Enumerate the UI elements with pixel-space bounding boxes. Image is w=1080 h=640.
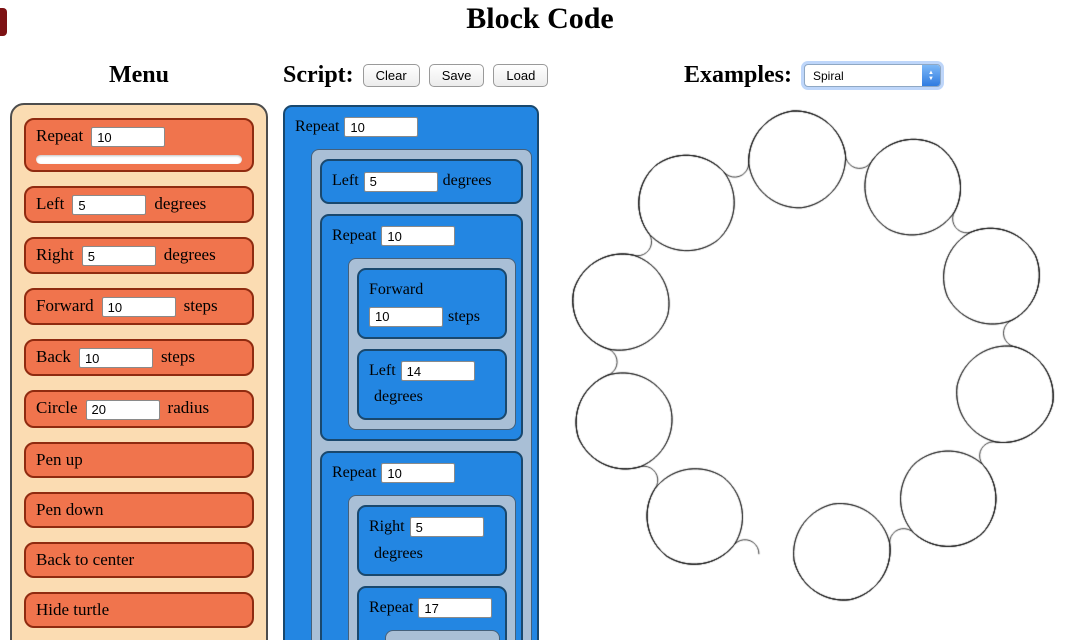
block-suffix: degrees [374, 544, 423, 562]
simple-block-body: Forward steps [359, 270, 505, 337]
menu-block-hide-turtle[interactable]: Hide turtle [24, 591, 254, 628]
menu-block-left[interactable]: Left degrees [24, 186, 254, 224]
menu-block-label: Pen down [36, 499, 104, 519]
block-value-input[interactable] [400, 361, 475, 382]
block-suffix: degrees [374, 388, 423, 406]
menu-panel: RepeatLeftdegreesRightdegreesForwardstep… [10, 103, 268, 640]
repeat-children-container: Forwardsteps [385, 630, 500, 640]
menu-block-pen-up[interactable]: Pen up [24, 441, 254, 478]
block-label: Repeat [369, 598, 414, 616]
menu-block-label: Back to center [36, 549, 135, 569]
script-column: Script: Clear Save Load RepeatLeftdegree… [283, 62, 549, 640]
repeat-children-container: Right degreesRepeatForwardsteps [348, 495, 516, 640]
block-label: Left [369, 361, 396, 379]
examples-heading: Examples: [684, 62, 792, 88]
menu-block-label: Forward [36, 296, 94, 316]
menu-block-value-input[interactable] [101, 297, 176, 318]
menu-block-suffix: degrees [154, 194, 207, 214]
menu-block-suffix: degrees [163, 245, 216, 265]
block-value-input[interactable] [363, 171, 438, 192]
menu-block-label: Pen up [36, 449, 83, 469]
simple-block-body: Left degrees [359, 351, 505, 418]
load-button[interactable]: Load [493, 64, 549, 87]
menu-block-value-input[interactable] [91, 127, 166, 148]
block-value-input[interactable] [344, 117, 419, 138]
simple-block-body: Left degrees [322, 161, 521, 201]
script-block-right[interactable]: Right degrees [357, 505, 507, 576]
repeat-block-header: Repeat [322, 216, 521, 256]
menu-block-suffix: steps [183, 296, 218, 316]
clear-button[interactable]: Clear [362, 64, 420, 87]
app-title: Block Code [466, 2, 614, 35]
examples-column: Examples: Spiral ▲▼ [545, 62, 1080, 608]
block-value-input[interactable] [418, 598, 493, 619]
menu-block-label: Back [36, 347, 71, 367]
block-label: Right [369, 518, 405, 536]
menu-block-pen-down[interactable]: Pen down [24, 491, 254, 528]
menu-block-label: Hide turtle [36, 599, 110, 619]
block-value-input[interactable] [409, 517, 484, 538]
menu-block-value-input[interactable] [78, 348, 153, 369]
menu-block-label: Right [36, 245, 74, 265]
script-block-left[interactable]: Left degrees [320, 159, 523, 204]
menu-block-circle[interactable]: Circle radius [24, 390, 254, 428]
block-label: Repeat [295, 118, 340, 135]
menu-heading: Menu [109, 62, 169, 88]
repeat-block-header: Repeat [322, 453, 521, 493]
menu-block-value-input[interactable] [72, 195, 147, 216]
menu-block-repeat[interactable]: Repeat [24, 118, 254, 173]
menu-block-suffix: steps [160, 347, 195, 367]
repeat-children-container: LeftdegreesRepeatForwardstepsLeftdegrees… [311, 149, 532, 640]
block-value-input[interactable] [381, 226, 456, 247]
block-value-input[interactable] [381, 463, 456, 484]
block-label: Repeat [332, 226, 377, 244]
menu-column: Menu RepeatLeftdegreesRightdegreesForwar… [10, 62, 268, 640]
script-heading: Script: [283, 62, 354, 88]
menu-block-label: Circle [36, 398, 78, 418]
block-label: Forward [369, 281, 424, 299]
menu-block-suffix: radius [167, 398, 210, 418]
menu-block-back-to-center[interactable]: Back to center [24, 541, 254, 578]
block-label: Left [332, 172, 359, 190]
script-block-forward[interactable]: Forward steps [357, 268, 507, 339]
block-suffix: degrees [442, 172, 492, 190]
block-suffix: steps [448, 307, 480, 325]
script-panel: RepeatLeftdegreesRepeatForwardstepsLeftd… [283, 105, 539, 640]
menu-block-label: Repeat [36, 126, 84, 145]
examples-header: Examples: Spiral ▲▼ [545, 62, 1080, 89]
select-stepper-icon: ▲▼ [922, 65, 940, 86]
script-block-repeat[interactable]: RepeatRightdegreesRepeatForwardsteps [320, 450, 523, 640]
simple-block-body: Right degrees [359, 507, 505, 574]
repeat-slider[interactable] [36, 155, 242, 165]
block-value-input[interactable] [369, 306, 443, 327]
examples-select[interactable]: Spiral ▲▼ [804, 64, 941, 87]
turtle-drawing-canvas [552, 103, 1073, 608]
menu-block-value-input[interactable] [81, 246, 156, 267]
block-label: Repeat [332, 463, 377, 481]
script-block-repeat[interactable]: RepeatLeftdegreesRepeatForwardstepsLeftd… [283, 105, 539, 640]
menu-block-forward[interactable]: Forward steps [24, 288, 254, 326]
script-block-repeat[interactable]: RepeatForwardsteps [357, 585, 507, 640]
selected-example-label: Spiral [813, 68, 844, 83]
clipped-edge-fragment [0, 8, 7, 36]
save-button[interactable]: Save [428, 64, 485, 87]
menu-block-value-input[interactable] [85, 399, 160, 420]
script-block-left[interactable]: Left degrees [357, 348, 507, 420]
menu-block-right[interactable]: Right degrees [24, 237, 254, 275]
menu-block-label: Left [36, 194, 65, 214]
repeat-block-header: Repeat [285, 107, 537, 147]
repeat-block-header: Repeat [359, 588, 505, 628]
menu-block-back[interactable]: Back steps [24, 339, 254, 377]
script-header: Script: Clear Save Load [283, 62, 549, 89]
